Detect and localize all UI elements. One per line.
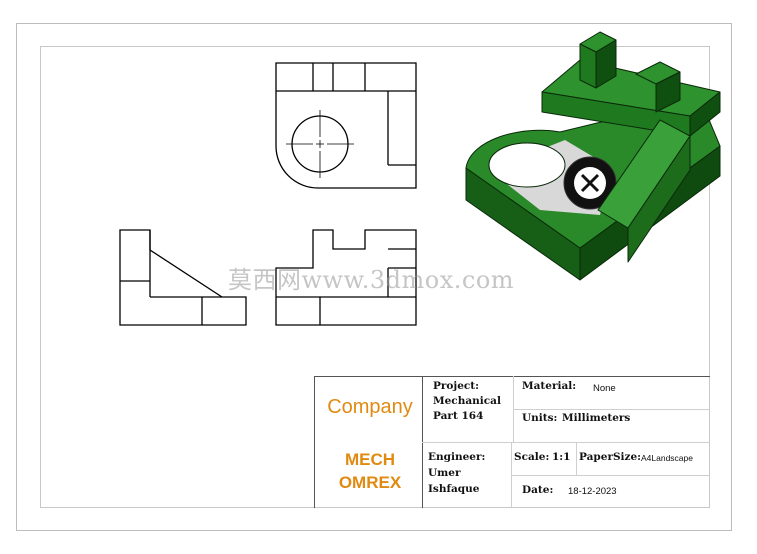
material-label: Material: — [522, 380, 577, 392]
org-line-1: MECH — [344, 450, 396, 469]
project-line-1: Mechanical — [433, 395, 501, 407]
org-line-2: OMREX — [338, 473, 402, 492]
watermark-text: 莫西网www.3dmox.com — [228, 266, 515, 294]
scale-value: 1:1 — [552, 451, 571, 463]
title-block: Company MECH OMREX Project: Mechanical P… — [314, 376, 710, 508]
project-line-2: Part 164 — [433, 410, 484, 422]
project-label: Project: — [433, 380, 480, 392]
units-value: Millimeters — [562, 412, 631, 424]
engineer-label: Engineer: — [428, 451, 486, 463]
date-label: Date: — [522, 484, 554, 496]
organization-name: MECH OMREX — [318, 448, 422, 494]
engineer-line-1: Umer — [428, 467, 461, 479]
material-value: None — [593, 383, 616, 394]
engineer-line-2: Ishfaque — [428, 483, 480, 495]
isometric-3d-model — [465, 31, 721, 281]
sheet-outer-border — [16, 23, 732, 531]
papersize-value: A4Landscape — [641, 453, 693, 463]
drawing-frame — [40, 46, 710, 508]
papersize-label: PaperSize: — [579, 451, 642, 463]
top-view — [275, 62, 417, 189]
units-label: Units: — [522, 412, 558, 424]
company-name: Company — [327, 396, 413, 418]
date-value: 18-12-2023 — [568, 486, 617, 497]
front-view — [275, 229, 417, 326]
side-view — [119, 229, 247, 326]
scale-label: Scale: — [514, 451, 550, 463]
